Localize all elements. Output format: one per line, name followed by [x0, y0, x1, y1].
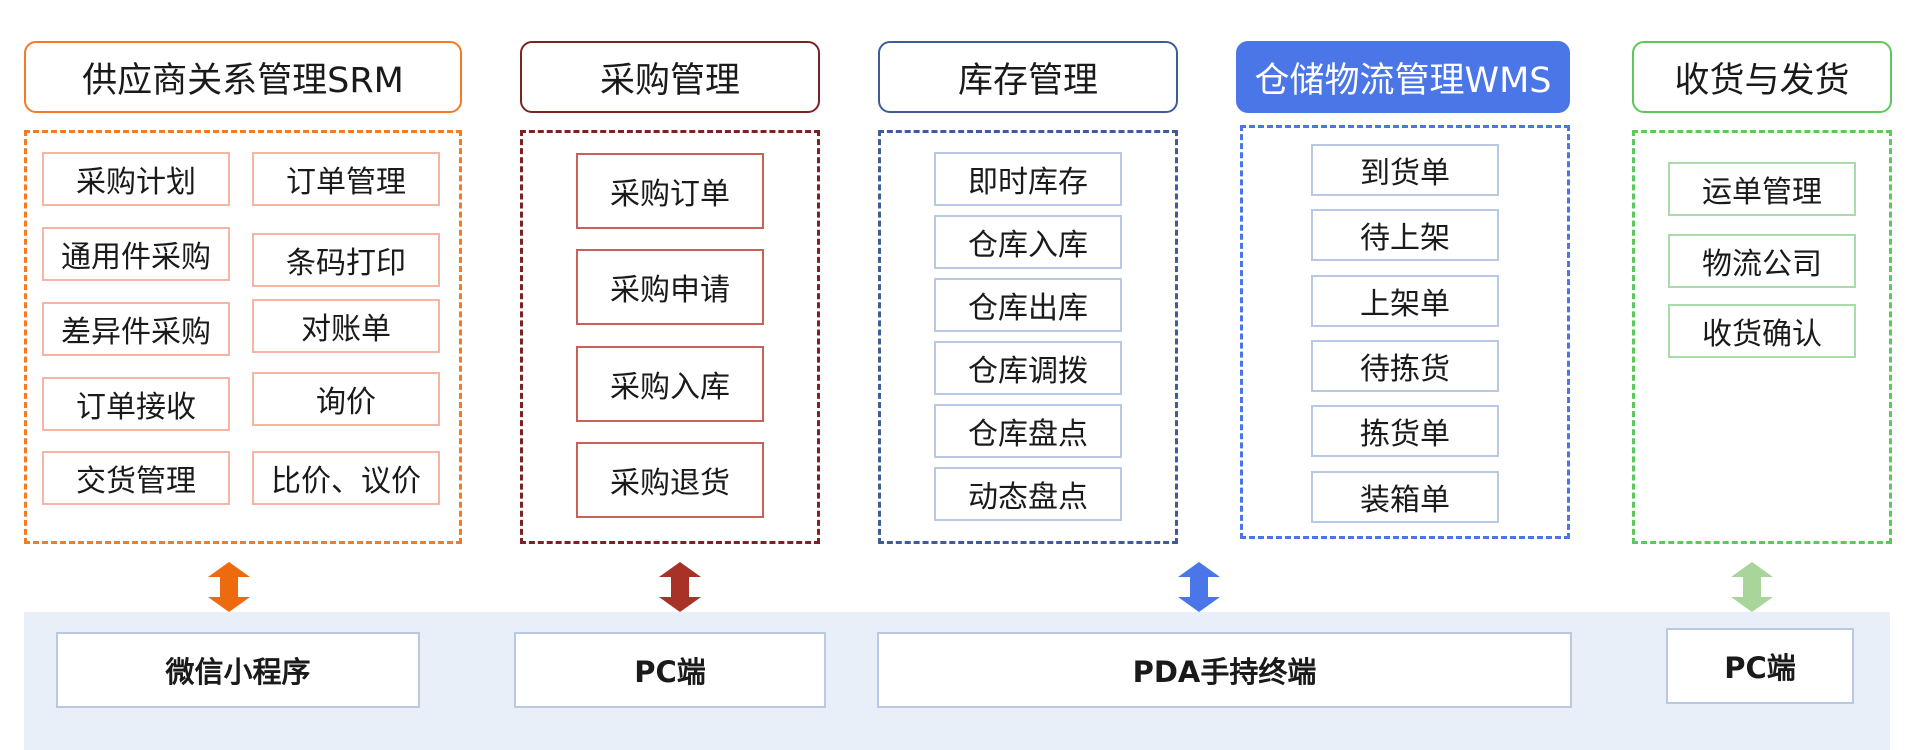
- inventory-item-warehouse-out: 仓库出库: [934, 278, 1122, 332]
- shipping-item-waybill: 运单管理: [1668, 162, 1856, 216]
- double-arrow-icon: [659, 562, 701, 612]
- inventory-item-realtime-stock: 即时库存: [934, 152, 1122, 206]
- inventory-item-dynamic-stocktake: 动态盘点: [934, 467, 1122, 521]
- srm-item-statement: 对账单: [252, 299, 440, 353]
- inventory-header: 库存管理: [878, 41, 1178, 113]
- srm-item-price-compare: 比价、议价: [252, 451, 440, 505]
- purchase-item-request: 采购申请: [576, 249, 764, 325]
- srm-item-order-receipt: 订单接收: [42, 377, 230, 431]
- srm-panel: [24, 130, 462, 544]
- srm-item-barcode-print: 条码打印: [252, 233, 440, 287]
- wms-item-arrival: 到货单: [1311, 144, 1499, 196]
- platform-wechat-miniprogram: 微信小程序: [56, 632, 420, 708]
- platform-pda-terminal: PDA手持终端: [877, 632, 1572, 708]
- purchase-panel: [520, 130, 820, 544]
- platform-pc: PC端: [514, 632, 826, 708]
- purchase-item-return: 采购退货: [576, 442, 764, 518]
- purchase-item-order: 采购订单: [576, 153, 764, 229]
- srm-item-common-parts-purchase: 通用件采购: [42, 227, 230, 281]
- inventory-item-stocktake: 仓库盘点: [934, 404, 1122, 458]
- srm-item-delivery-management: 交货管理: [42, 451, 230, 505]
- srm-header: 供应商关系管理SRM: [24, 41, 462, 113]
- wms-item-putaway: 上架单: [1311, 275, 1499, 327]
- platform-pc-shipping: PC端: [1666, 628, 1854, 704]
- purchase-item-inbound: 采购入库: [576, 346, 764, 422]
- shipping-panel: [1632, 130, 1892, 544]
- wms-header: 仓储物流管理WMS: [1236, 41, 1570, 113]
- wms-item-picking: 拣货单: [1311, 405, 1499, 457]
- wms-item-pending-picking: 待拣货: [1311, 340, 1499, 392]
- srm-item-purchase-plan: 采购计划: [42, 152, 230, 206]
- inventory-item-transfer: 仓库调拨: [934, 341, 1122, 395]
- wms-item-pending-putaway: 待上架: [1311, 209, 1499, 261]
- wms-item-packing: 装箱单: [1311, 471, 1499, 523]
- shipping-header: 收货与发货: [1632, 41, 1892, 113]
- shipping-item-receipt-confirm: 收货确认: [1668, 304, 1856, 358]
- inventory-item-warehouse-in: 仓库入库: [934, 215, 1122, 269]
- double-arrow-icon: [1178, 562, 1220, 612]
- srm-item-inquiry: 询价: [252, 372, 440, 426]
- wms-panel: [1240, 125, 1570, 539]
- double-arrow-icon: [208, 562, 250, 612]
- inventory-panel: [878, 130, 1178, 544]
- double-arrow-icon: [1731, 562, 1773, 612]
- srm-item-order-management: 订单管理: [252, 152, 440, 206]
- srm-item-variant-parts-purchase: 差异件采购: [42, 302, 230, 356]
- purchase-header: 采购管理: [520, 41, 820, 113]
- shipping-item-logistics-company: 物流公司: [1668, 234, 1856, 288]
